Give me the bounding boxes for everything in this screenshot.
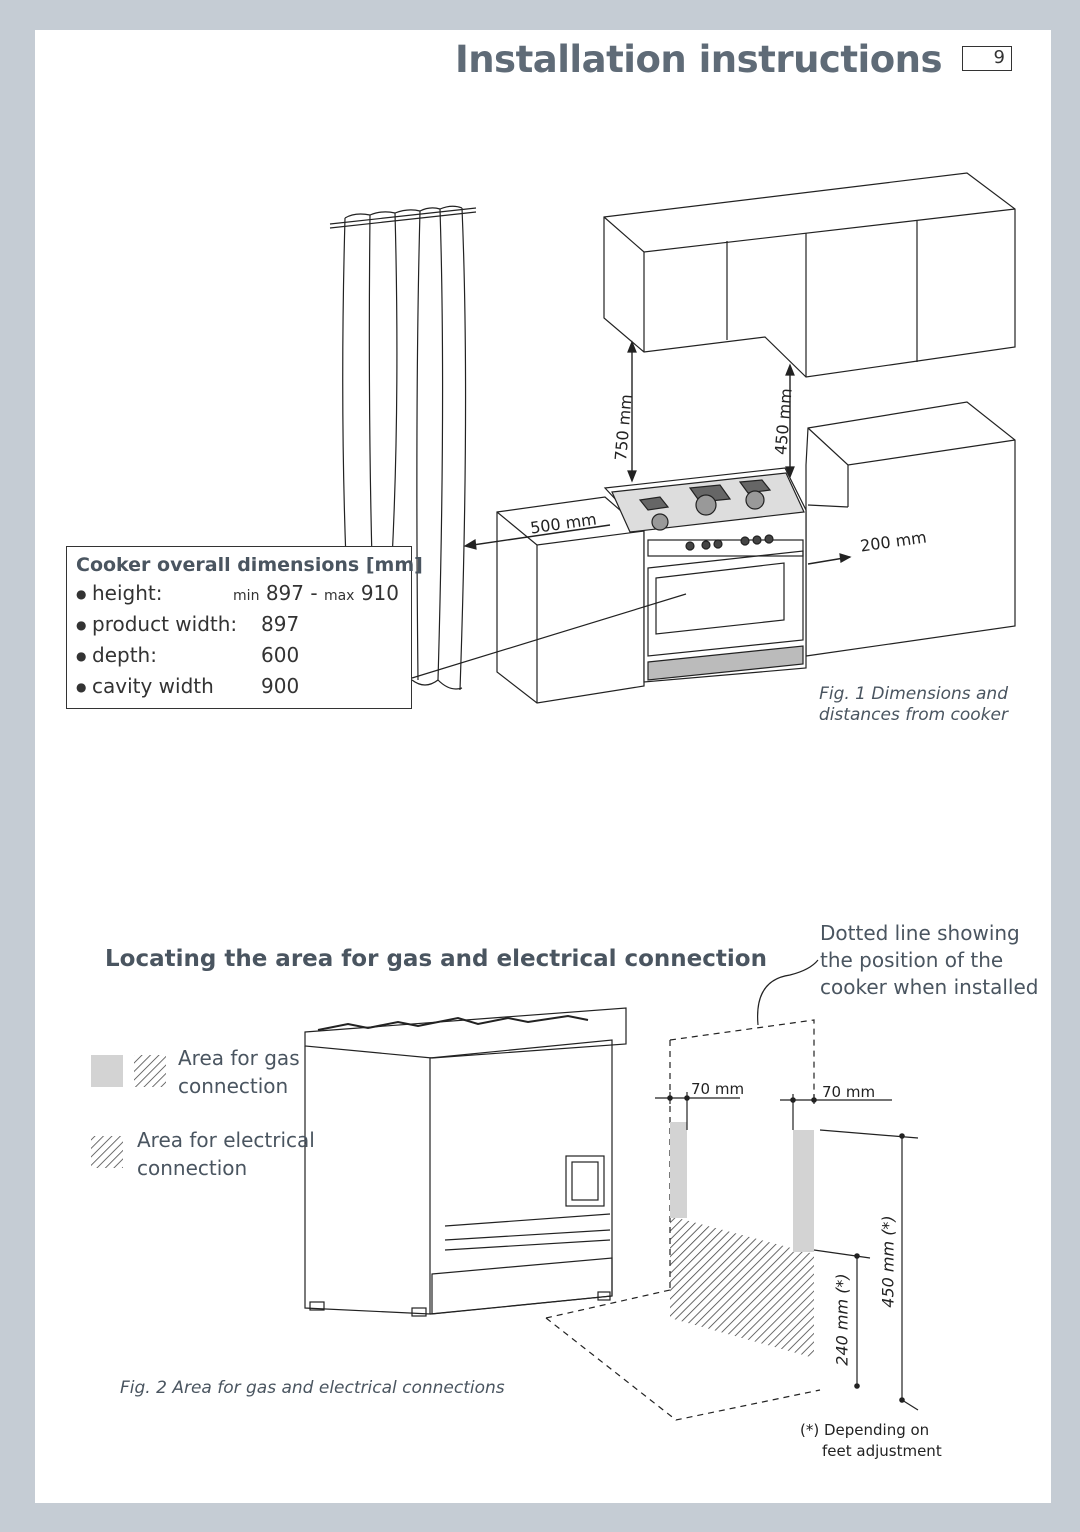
figure2-wall-diagram bbox=[545, 959, 919, 1421]
dimension-row-cavity: ● cavity width 900 bbox=[76, 674, 300, 698]
page-number: 9 bbox=[962, 46, 1012, 71]
dimension-row-height: ● height: min 897 - max 910 bbox=[76, 581, 399, 605]
gas-area-hatch-swatch bbox=[134, 1055, 166, 1087]
dim-450-wall-label: 450 mm (*) bbox=[878, 1215, 898, 1308]
section-title: Locating the area for gas and electrical… bbox=[105, 946, 767, 972]
height-range: min 897 - max 910 bbox=[233, 581, 399, 605]
dim-240-label: 240 mm (*) bbox=[832, 1273, 852, 1366]
bullet-icon: ● bbox=[76, 680, 87, 694]
footnote: (*) Depending on feet adjustment bbox=[800, 1421, 942, 1460]
bullet-icon: ● bbox=[76, 587, 87, 601]
dimension-row-depth: ● depth: 600 bbox=[76, 643, 300, 667]
figure1-caption: Fig. 1 Dimensions and distances from coo… bbox=[818, 684, 1008, 725]
dim-70-left-label: 70 mm bbox=[691, 1080, 745, 1098]
gas-area-swatch bbox=[91, 1055, 123, 1087]
dim-70-right-label: 70 mm bbox=[822, 1083, 876, 1101]
dimensions-title: Cooker overall dimensions [mm] bbox=[76, 554, 423, 576]
page-title: Installation instructions bbox=[454, 38, 943, 81]
bullet-icon: ● bbox=[76, 649, 87, 663]
legend-electrical: Area for electrical connection bbox=[137, 1128, 315, 1180]
bullet-icon: ● bbox=[76, 618, 87, 632]
dimension-row-width: ● product width: 897 bbox=[76, 612, 300, 636]
figure2-caption: Fig. 2 Area for gas and electrical conne… bbox=[120, 1378, 505, 1398]
dotted-line-note: Dotted line showing the position of the … bbox=[820, 921, 1039, 999]
legend-gas: Area for gas connection bbox=[178, 1046, 300, 1098]
figure2-cooker-rear bbox=[304, 1007, 627, 1317]
electrical-area-swatch bbox=[91, 1136, 123, 1168]
figure1-kitchen-drawing bbox=[329, 172, 1016, 704]
cooker-dimensions-box: Cooker overall dimensions [mm] ● height:… bbox=[66, 546, 423, 709]
